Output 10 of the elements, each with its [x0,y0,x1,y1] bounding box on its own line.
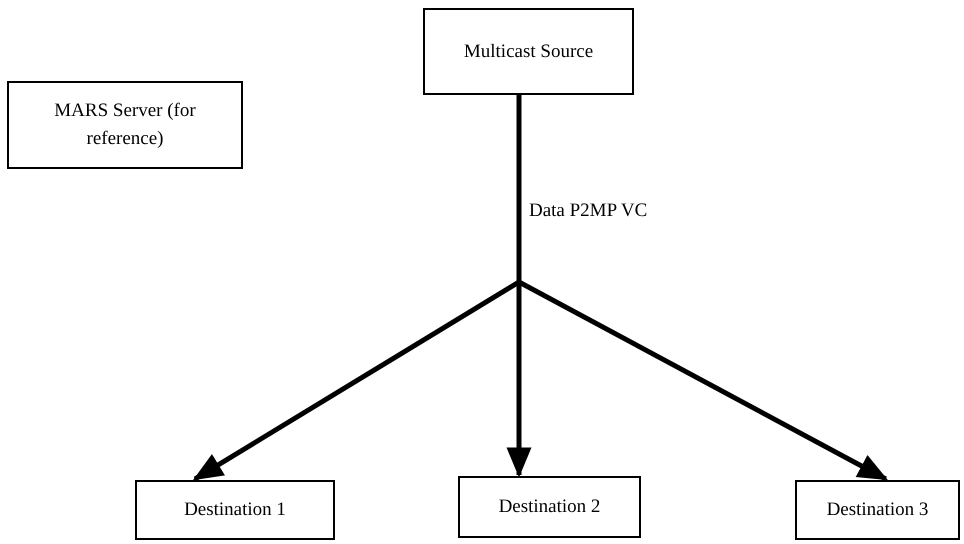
destination-box [795,480,960,540]
source-box [423,8,634,95]
node-label: Destination 3 [826,498,928,522]
node-label: Multicast Source [464,40,594,64]
server-box [7,81,243,169]
node-label: Destination 1 [184,498,286,522]
destination-box [458,476,641,538]
destination-box [135,480,335,540]
node-label: MARS Server (for reference) [53,99,197,151]
node-label: Destination 2 [498,495,600,520]
